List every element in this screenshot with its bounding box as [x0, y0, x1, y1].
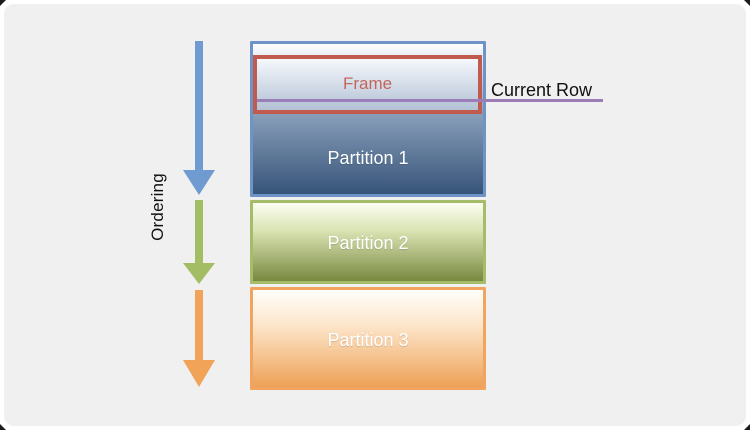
ordering-arrow-green-head-icon	[183, 263, 215, 284]
ordering-axis-label: Ordering	[148, 173, 167, 241]
partition-2-box: Partition 2	[250, 200, 486, 284]
current-row-line	[257, 99, 603, 102]
corner-mark-top-left	[0, 0, 6, 6]
frame-label: Frame	[342, 74, 393, 93]
ordering-arrow-blue-head-icon	[183, 170, 215, 195]
partition-2-label: Partition 2	[327, 233, 409, 253]
ordering-arrow-blue-shaft	[195, 41, 203, 171]
partition-1-label: Partition 1	[327, 148, 409, 168]
ordering-arrow-orange-shaft	[195, 290, 203, 361]
corner-mark-bottom-right	[744, 424, 750, 430]
ordering-arrow-green-shaft	[195, 200, 203, 264]
partition-3-box: Partition 3	[250, 287, 486, 390]
corner-mark-bottom-left	[0, 424, 6, 430]
corner-mark-top-right	[744, 0, 750, 6]
ordering-arrow-orange-head-icon	[183, 360, 215, 387]
partition-3-label: Partition 3	[327, 330, 409, 350]
current-row-label: Current Row	[491, 80, 593, 100]
frame-box: Frame	[253, 55, 482, 114]
